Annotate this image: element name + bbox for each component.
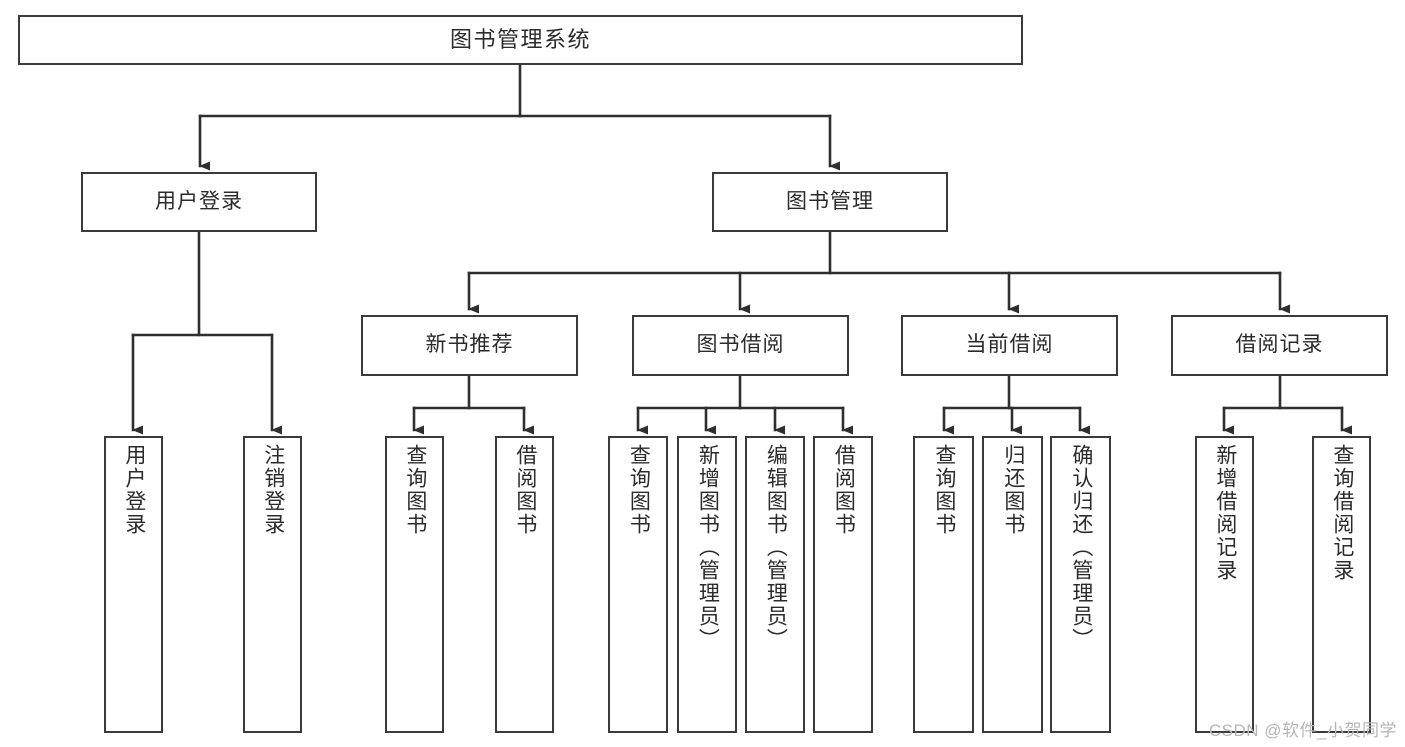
node-leaf-new-book-query[interactable]: 查询图书 <box>385 436 444 733</box>
node-book-manage-label: 图书管理 <box>786 189 874 213</box>
node-leaf-current-borrow-query[interactable]: 查询图书 <box>913 436 974 733</box>
node-borrow-record[interactable]: 借阅记录 <box>1171 315 1388 376</box>
node-leaf-new-book-borrow[interactable]: 借阅图书 <box>495 436 554 733</box>
csdn-watermark: CSDN @软件_小贺同学 <box>1208 721 1397 740</box>
node-leaf-current-borrow-confirm-label: 确认归还（管理员） <box>1069 444 1093 651</box>
node-current-borrow[interactable]: 当前借阅 <box>901 315 1118 376</box>
node-leaf-current-borrow-confirm[interactable]: 确认归还（管理员） <box>1050 436 1111 733</box>
node-leaf-borrow-record-add[interactable]: 新增借阅记录 <box>1195 436 1254 733</box>
node-leaf-new-book-query-label: 查询图书 <box>403 444 427 536</box>
node-leaf-user-login-logout[interactable]: 注销登录 <box>243 436 302 733</box>
node-leaf-borrow-record-query[interactable]: 查询借阅记录 <box>1312 436 1371 733</box>
node-leaf-user-login-login-label: 用户登录 <box>122 444 146 536</box>
node-borrow-record-label: 借阅记录 <box>1235 333 1324 357</box>
node-book-borrow-label: 图书借阅 <box>696 333 785 357</box>
node-leaf-current-borrow-query-label: 查询图书 <box>932 444 956 536</box>
node-leaf-current-borrow-return-label: 归还图书 <box>1001 444 1025 536</box>
node-leaf-book-borrow-query[interactable]: 查询图书 <box>608 436 668 733</box>
node-leaf-new-book-borrow-label: 借阅图书 <box>513 444 537 536</box>
node-root-system[interactable]: 图书管理系统 <box>18 15 1023 65</box>
node-book-manage[interactable]: 图书管理 <box>712 172 948 232</box>
node-book-borrow[interactable]: 图书借阅 <box>632 315 849 376</box>
node-user-login[interactable]: 用户登录 <box>81 172 317 232</box>
node-leaf-book-borrow-query-label: 查询图书 <box>627 444 651 536</box>
node-leaf-borrow-record-query-label: 查询借阅记录 <box>1330 444 1354 582</box>
node-leaf-book-borrow-add[interactable]: 新增图书（管理员） <box>677 436 737 733</box>
node-new-book-recommend[interactable]: 新书推荐 <box>361 315 578 376</box>
node-leaf-user-login-logout-label: 注销登录 <box>261 444 285 536</box>
node-leaf-book-borrow-edit-label: 编辑图书（管理员） <box>764 444 788 651</box>
node-leaf-book-borrow-borrow-label: 借阅图书 <box>832 444 856 536</box>
node-new-book-recommend-label: 新书推荐 <box>425 333 514 357</box>
node-leaf-book-borrow-borrow[interactable]: 借阅图书 <box>813 436 873 733</box>
node-root-system-label: 图书管理系统 <box>449 27 591 53</box>
node-current-borrow-label: 当前借阅 <box>965 333 1054 357</box>
node-leaf-user-login-login[interactable]: 用户登录 <box>104 436 163 733</box>
node-leaf-borrow-record-add-label: 新增借阅记录 <box>1213 444 1237 582</box>
node-leaf-book-borrow-edit[interactable]: 编辑图书（管理员） <box>745 436 805 733</box>
node-leaf-current-borrow-return[interactable]: 归还图书 <box>982 436 1043 733</box>
node-user-login-label: 用户登录 <box>155 189 243 213</box>
node-leaf-book-borrow-add-label: 新增图书（管理员） <box>696 444 720 651</box>
